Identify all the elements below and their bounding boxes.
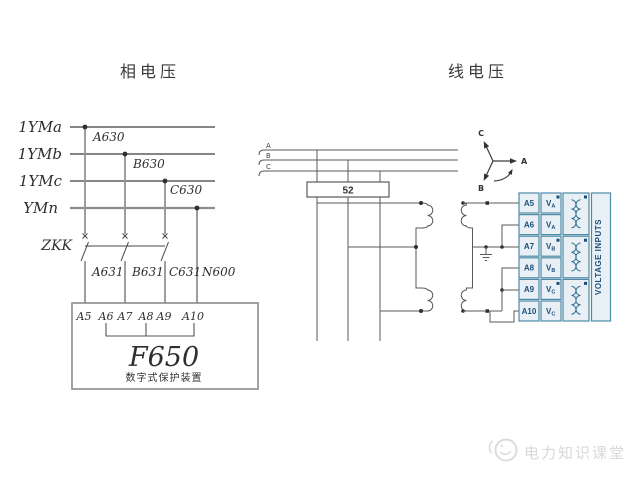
bus-label-1ymb: 1YMb: [18, 145, 62, 163]
polarity-mark-vb: [556, 238, 560, 242]
line-voltage-title: 线电压: [448, 62, 508, 81]
polarity-mark-va: [556, 195, 560, 199]
switch-pole-a: [80, 233, 89, 262]
zkk-switch: [80, 233, 169, 262]
phase-voltage-title: 相电压: [120, 62, 180, 81]
phase-voltage-diagram: 相电压 1YMa 1YMb 1YMc YMn A630 B630 C6: [18, 62, 259, 390]
block-terminal-a10: A10: [522, 307, 537, 316]
internal-vt-coils: [571, 199, 581, 315]
block-terminal-a5: A5: [524, 199, 535, 208]
phasor-arrow-b: [483, 173, 490, 181]
terminal-a8: A8: [138, 310, 154, 323]
phasor-arrow-c: [483, 141, 490, 149]
voltage-inputs-terminal-block: A5 A6 A7 A8 A9 A10 VA VA VB VB VC VC: [518, 192, 612, 322]
bus-label-1ymc: 1YMc: [19, 172, 63, 190]
bus-label-1yma: 1YMa: [18, 118, 62, 136]
breaker-52: 52: [306, 150, 390, 341]
watermark-logo-icon: [494, 438, 518, 462]
watermark: 电力知识课堂: [488, 438, 626, 462]
bus-label-c: C: [266, 163, 271, 171]
terminal-a10: A10: [181, 310, 204, 323]
bus-label-ymn: YMn: [23, 199, 58, 217]
polarity-mark-vc: [556, 281, 560, 285]
phasor-label-c: C: [478, 129, 484, 138]
watermark-text: 电力知识课堂: [524, 444, 626, 462]
phasor-diagram: A C B: [478, 129, 528, 193]
input-label-va1: VA: [546, 199, 555, 210]
voltage-bus-lines: [70, 126, 215, 210]
phasor-arrow-a: [510, 158, 517, 164]
wire-label-a631: A631: [91, 265, 124, 279]
device-model: F650: [128, 342, 199, 373]
voltage-inputs-label: VOLTAGE INPUTS: [594, 219, 603, 295]
ground-symbol: [480, 247, 492, 261]
wire-label-n600: N600: [201, 265, 236, 279]
pt-secondary-windings: [460, 201, 473, 313]
tap-label-a630: A630: [92, 130, 125, 144]
phasor-label-a: A: [521, 157, 528, 166]
input-label-vc2: VC: [546, 307, 555, 318]
wire-label-c631: C631: [169, 265, 201, 279]
neutral-jumper-bracket: [105, 323, 195, 337]
input-label-vc1: VC: [546, 285, 555, 296]
block-terminal-a7: A7: [524, 242, 535, 251]
watermark-logo-curl: [488, 440, 494, 454]
bus-label-a: A: [266, 142, 271, 150]
rotation-arrow: [493, 169, 513, 182]
bus-label-b: B: [266, 152, 271, 160]
terminal-a9: A9: [156, 310, 172, 323]
device-description: 数字式保护装置: [126, 371, 203, 384]
wire-label-b631: B631: [131, 265, 164, 279]
block-terminal-a8: A8: [524, 264, 535, 273]
switch-label-zkk: ZKK: [40, 238, 73, 254]
block-terminal-a6: A6: [524, 220, 535, 229]
abc-bus-lines: [258, 149, 458, 177]
terminal-a7: A7: [117, 310, 133, 323]
tap-label-b630: B630: [132, 157, 165, 171]
tap-label-c630: C630: [170, 183, 202, 197]
pt-primary-windings: [317, 201, 434, 313]
terminal-a5: A5: [76, 310, 92, 323]
f650-relay-box: A5 A6 A7 A8 A9 A10 F650 数字式保护装置: [71, 302, 259, 390]
input-label-va2: VA: [546, 220, 555, 231]
secondary-wiring: [463, 201, 519, 323]
phase-tap-wires: [82, 124, 200, 303]
switch-pole-c: [160, 233, 169, 262]
block-terminal-a9: A9: [524, 285, 535, 294]
switch-pole-b: [120, 233, 129, 262]
line-voltage-diagram: 线电压 A B C 52: [258, 62, 612, 341]
input-label-vb1: VB: [546, 242, 555, 253]
terminal-a6: A6: [98, 310, 114, 323]
input-label-vb2: VB: [546, 264, 555, 275]
breaker-label: 52: [342, 186, 354, 197]
phasor-label-b: B: [478, 184, 484, 193]
